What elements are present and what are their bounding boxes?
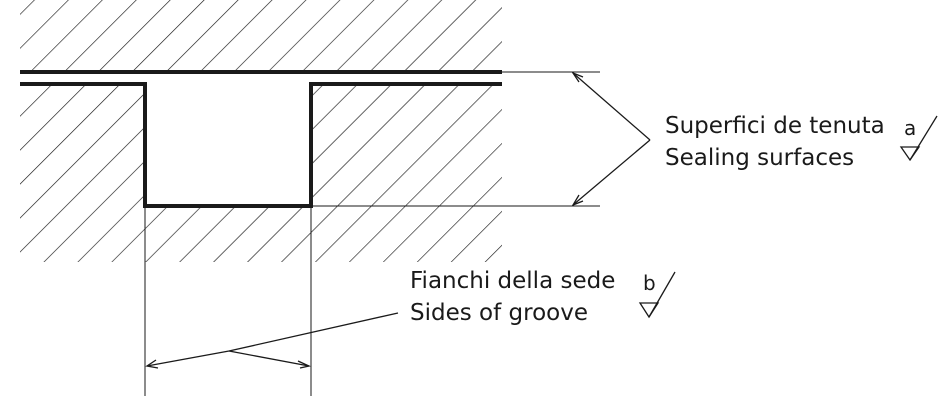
surface-finish-symbol-a: a (899, 115, 938, 162)
sides-label-en: Sides of groove (410, 300, 588, 326)
svg-text:b: b (643, 271, 656, 295)
svg-text:a: a (904, 116, 916, 140)
sealing-leader (571, 71, 651, 207)
surface-finish-symbol-b: b (638, 271, 676, 319)
cover-hatching (20, 0, 502, 72)
sealing-label-it: Superfici de tenuta (665, 113, 885, 139)
sides-leader (145, 312, 399, 369)
sealing-label-en: Sealing surfaces (665, 145, 854, 171)
sides-label-it: Fianchi della sede (410, 268, 615, 294)
housing-hatching (20, 84, 502, 262)
groove-outline (20, 82, 502, 208)
